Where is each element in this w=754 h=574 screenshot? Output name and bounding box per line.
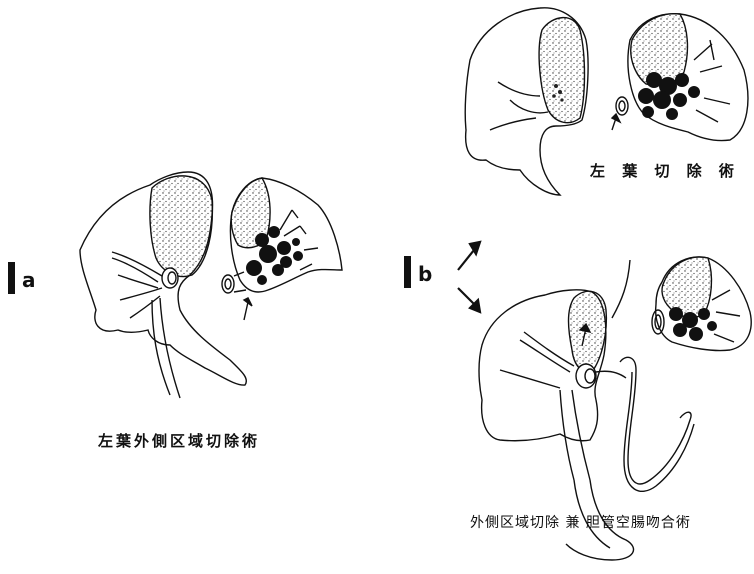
panel-a-specimen-drawing bbox=[222, 178, 342, 320]
panel-b-lower-specimen-drawing bbox=[652, 257, 751, 351]
panel-b-caption-bottom: 外側区域切除 兼 胆管空腸吻合術 bbox=[470, 512, 691, 532]
panel-b-bar bbox=[404, 256, 411, 288]
panel-b-caption-top: 左 葉 切 除 術 bbox=[590, 160, 740, 181]
panel-b-upper-specimen-drawing bbox=[612, 14, 748, 141]
panel-b-upper-liver-drawing bbox=[465, 8, 588, 195]
panel-a-bar bbox=[8, 262, 15, 294]
panel-b-tag: b bbox=[418, 262, 432, 286]
panel-a-caption: 左葉外側区域切除術 bbox=[98, 430, 260, 451]
panel-a-tag: a bbox=[22, 268, 36, 292]
branch-arrows bbox=[458, 242, 480, 312]
